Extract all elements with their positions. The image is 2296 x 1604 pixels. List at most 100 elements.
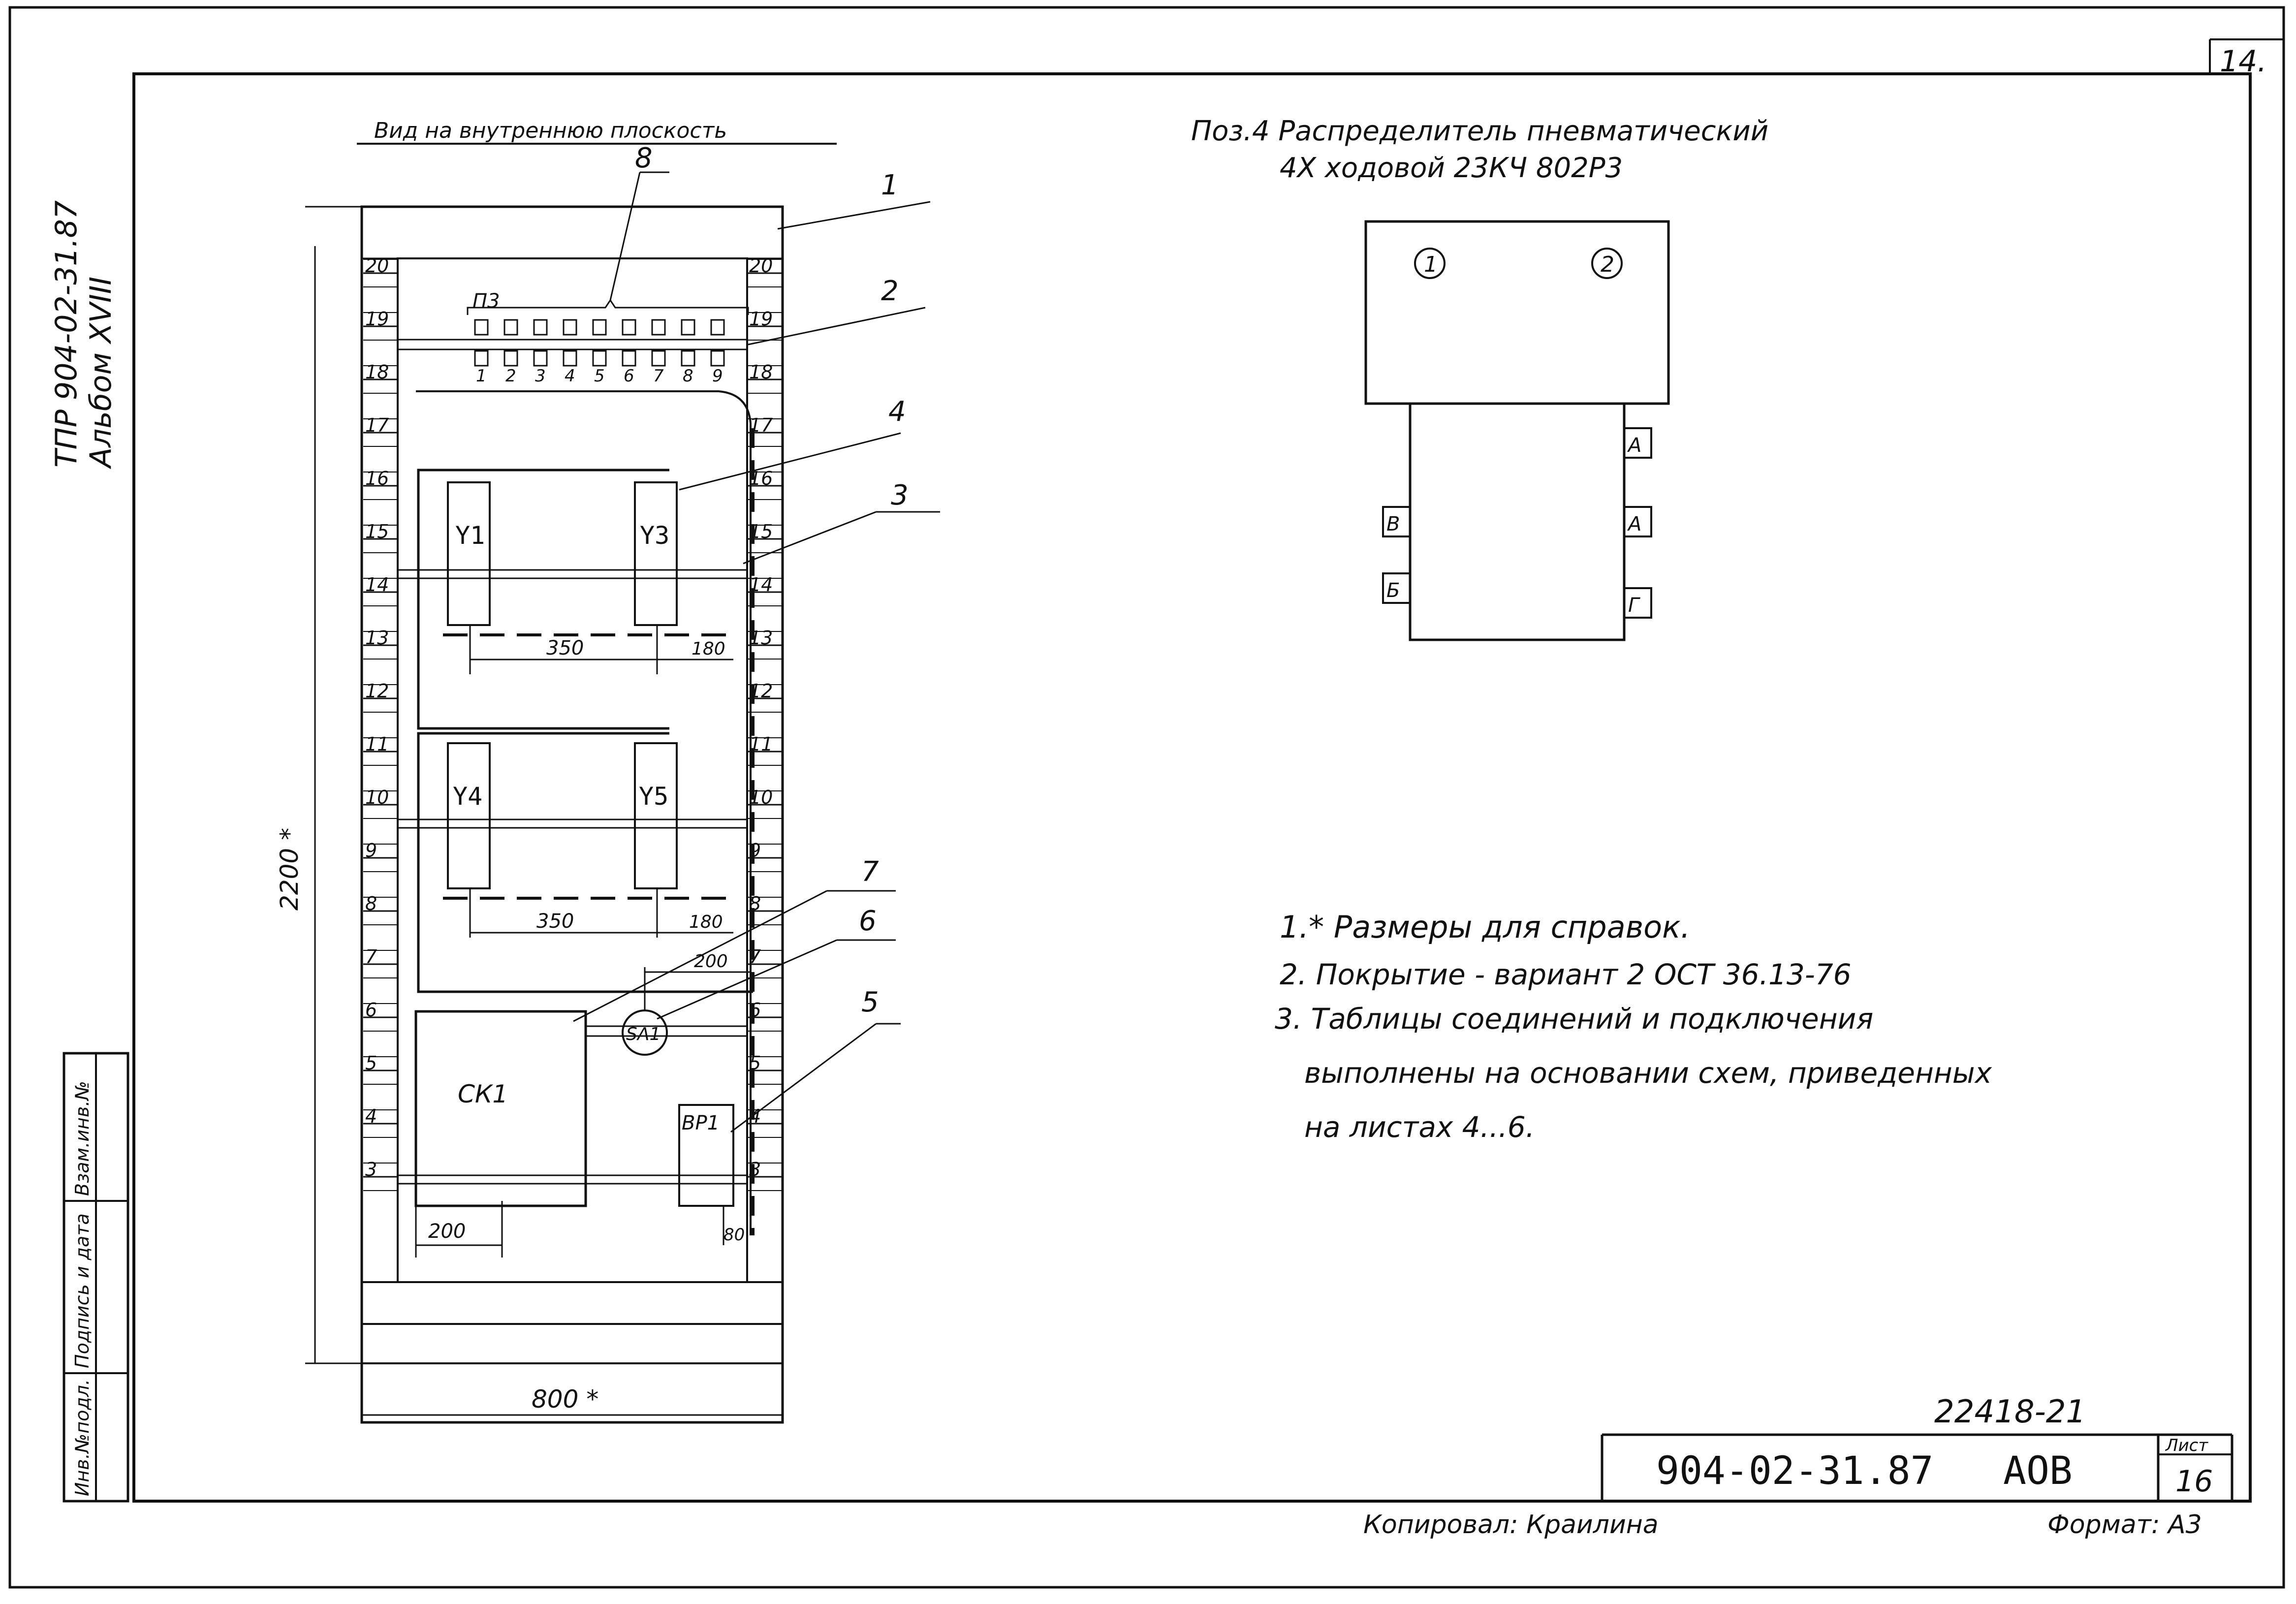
callout-1: 1 — [881, 169, 899, 201]
dim-800: 800 * — [532, 1385, 598, 1414]
svg-text:В: В — [1386, 513, 1400, 535]
port-a-top — [1623, 427, 1652, 459]
rail-number: 15 — [365, 521, 389, 542]
stamp-col3: Взам.инв.№ — [71, 1081, 93, 1196]
sheet-number: 16 — [2175, 1464, 2213, 1499]
format: Формат: А3 — [2047, 1510, 2202, 1540]
stamp-col1: Инв.№подл. — [71, 1379, 93, 1496]
device-y4 — [447, 742, 491, 889]
rail-number: 13 — [365, 627, 389, 649]
device-y3-label: Y3 — [640, 521, 669, 550]
corner-number: 14. — [2220, 44, 2266, 79]
doc-code: 904-02-31.87 — [1656, 1449, 1934, 1493]
callout-7: 7 — [861, 856, 879, 888]
terminal-number: 4 — [565, 366, 575, 386]
svg-text:Б: Б — [1386, 579, 1400, 602]
rail-number: 10 — [365, 786, 389, 808]
rail-number: 4 — [365, 1105, 377, 1127]
rail-number: 5 — [365, 1052, 377, 1074]
device-y1 — [447, 481, 491, 626]
terminal-lower — [622, 350, 636, 367]
rail-number: 7 — [365, 946, 377, 968]
terminal-upper — [710, 319, 725, 336]
outer-border — [8, 6, 2285, 1589]
dim-350-bottom: 350 — [536, 910, 574, 933]
terminal-number: 3 — [535, 366, 546, 386]
device-ck1 — [414, 1010, 587, 1207]
port-v — [1382, 506, 1411, 537]
port-1-label: 1 — [1424, 252, 1438, 277]
note-3-cont-2: на листах 4...6. — [1304, 1110, 1535, 1144]
rail-number: 19 — [365, 308, 389, 330]
callout-8: 8 — [635, 142, 653, 174]
port-g — [1623, 587, 1652, 619]
port-2-label: 2 — [1601, 252, 1614, 277]
terminal-lower — [474, 350, 489, 367]
side-label-1: ТПР 904-02-31.87 — [49, 200, 84, 468]
terminal-upper — [622, 319, 636, 336]
rail-number: 17 — [365, 414, 389, 436]
port-b — [1382, 572, 1411, 604]
dim-180-top: 180 — [692, 639, 725, 659]
sheet-label: Лист — [2165, 1436, 2208, 1455]
terminal-upper — [651, 319, 666, 336]
port-1 — [1414, 248, 1446, 279]
terminal-lower — [651, 350, 666, 367]
port-2 — [1591, 248, 1623, 279]
terminal-upper — [681, 319, 695, 336]
rail-number: 20 — [749, 255, 773, 277]
rail-number: 3 — [365, 1159, 377, 1180]
cabinet-view-title: Вид на внутреннюю плоскость — [374, 118, 727, 143]
device-bp1-label: ВР1 — [682, 1112, 720, 1134]
callout-2: 2 — [881, 275, 899, 307]
rail-number: 14 — [365, 574, 389, 596]
terminal-lower — [533, 350, 548, 367]
terminal-upper — [592, 319, 607, 336]
rail-number: 18 — [365, 361, 389, 383]
device-sa1-label: SA1 — [626, 1024, 660, 1044]
distributor-title-2: 4Х ходовой 23КЧ 802Р3 — [1280, 152, 1623, 184]
dim-350-top: 350 — [546, 637, 584, 660]
terminal-upper — [503, 319, 518, 336]
terminal-upper — [533, 319, 548, 336]
dim-200-ck: 200 — [428, 1220, 466, 1243]
device-ck1-label: СК1 — [458, 1080, 508, 1108]
title-block: 22418-21 904-02-31.87 АОВ Лист 16 — [1601, 1394, 2233, 1501]
terminal-number: 9 — [712, 366, 723, 386]
terminal-lower — [681, 350, 695, 367]
note-3: 3. Таблицы соединений и подключения — [1275, 1002, 1873, 1036]
terminal-upper — [563, 319, 577, 336]
terminal-lower — [710, 350, 725, 367]
distributor-head — [1364, 220, 1670, 405]
note-1: 1.* Размеры для справок. — [1280, 909, 1690, 945]
callout-3: 3 — [891, 479, 909, 511]
callout-6: 6 — [859, 905, 877, 937]
dim-80: 80 — [723, 1225, 745, 1245]
callout-5: 5 — [861, 986, 879, 1018]
rail-number: 8 — [365, 893, 377, 914]
dim-200-sa: 200 — [694, 951, 728, 972]
rail-number: 11 — [365, 733, 389, 755]
terminal-lower — [592, 350, 607, 367]
terminal-number: 2 — [505, 366, 516, 386]
terminal-lower — [563, 350, 577, 367]
device-y5 — [634, 742, 678, 889]
callout-4: 4 — [888, 396, 906, 428]
svg-text:А: А — [1627, 434, 1641, 457]
terminal-label: П3 — [472, 290, 500, 313]
svg-text:А: А — [1627, 513, 1641, 535]
terminal-upper — [474, 319, 489, 336]
terminal-number: 6 — [624, 366, 634, 386]
terminal-number: 7 — [653, 366, 664, 386]
dim-2200: 2200 * — [275, 828, 304, 911]
inner-frame — [132, 72, 2252, 1503]
rail-number: 20 — [365, 255, 389, 277]
rail-number: 19 — [749, 308, 773, 330]
note-3-cont-1: выполнены на основании схем, приведенных — [1304, 1056, 1992, 1090]
terminal-number: 5 — [594, 366, 605, 386]
rail-number: 18 — [749, 361, 773, 383]
note-2: 2. Покрытие - вариант 2 ОСТ 36.13-76 — [1280, 958, 1852, 991]
